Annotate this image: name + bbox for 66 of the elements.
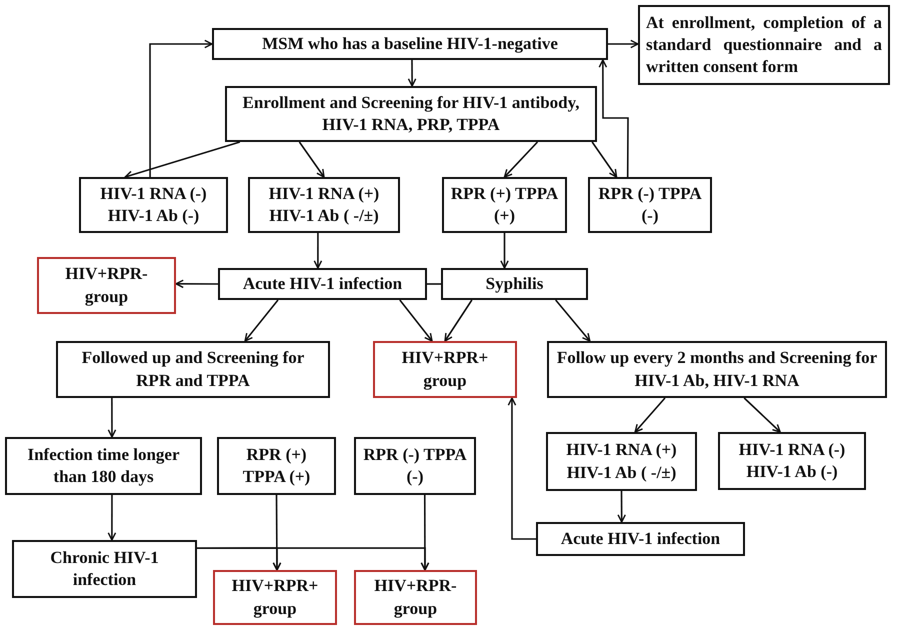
arrow (197, 547, 430, 571)
box-text: Follow up every 2 months and Screening for HIV-1 Ab, HIV-1 RNA (556, 347, 878, 392)
process-box (536, 522, 745, 556)
arrow (504, 141, 538, 178)
box-text: RPR (-) TPPA (-) (362, 444, 468, 488)
box-text: At enrollment, completion of a standard questionnaire and a written consent form (646, 12, 882, 78)
arrow (634, 397, 666, 433)
arrow (408, 60, 416, 87)
arrow (314, 233, 322, 269)
arrow (244, 300, 279, 342)
box-text: RPR (+) TPPA (+) (242, 444, 312, 488)
box-text: RPR (+) TPPA (+) (450, 182, 559, 227)
arrow (444, 300, 473, 342)
arrow (298, 142, 325, 178)
process-box (5, 437, 202, 495)
group-box (37, 257, 176, 314)
process-box (588, 177, 712, 233)
process-box (546, 432, 697, 491)
box-text: Acute HIV-1 infection (560, 528, 720, 550)
arrow (598, 59, 629, 177)
box-text: RPR (-) TPPA (-) (597, 182, 703, 227)
process-box (354, 437, 476, 495)
group-box (213, 570, 337, 625)
box-text: Acute HIV-1 infection (242, 272, 402, 295)
process-box (248, 177, 400, 233)
box-text: MSM who has a baseline HIV-1-negative (262, 32, 558, 55)
arrow (744, 397, 781, 433)
arrow (617, 491, 626, 523)
group-box (373, 341, 517, 398)
arrow (175, 280, 218, 288)
box-text: Followed up and Screening for RPR and TPPA (80, 347, 306, 392)
arrow (500, 233, 509, 269)
arrow (108, 398, 116, 438)
arrow (555, 299, 591, 342)
box-text: HIV+RPR- group (373, 575, 458, 620)
box-text: HIV-1 RNA (+) HIV-1 Ab ( -/±) (268, 182, 380, 227)
box-text: HIV+RPR- group (64, 263, 149, 308)
box-text: Infection time longer than 180 days (26, 444, 181, 488)
process-box (217, 437, 336, 495)
arrow (149, 40, 213, 177)
process-box (547, 341, 887, 398)
arrow (108, 495, 116, 541)
box-text: HIV+RPR+ group (230, 575, 320, 620)
box-text: HIV-1 RNA (+) HIV-1 Ab ( -/±) (565, 439, 678, 484)
box-text: Syphilis (486, 272, 544, 295)
arrow (124, 141, 240, 180)
process-box (638, 5, 890, 85)
process-box (218, 268, 427, 300)
arrow (399, 300, 433, 342)
process-box (718, 432, 866, 490)
process-box (56, 341, 330, 398)
arrow (508, 397, 536, 540)
box-text: HIV-1 RNA (-) HIV-1 Ab (-) (738, 438, 846, 483)
process-box (441, 268, 588, 300)
arrow (592, 142, 618, 178)
process-box (79, 177, 228, 233)
group-box (354, 570, 477, 625)
box-text: HIV+RPR+ group (400, 347, 490, 392)
box-text: Enrollment and Screening for HIV-1 antibody, HIV-1 RNA, PRP, TPPA (242, 92, 580, 136)
box-text: HIV-1 RNA (-) HIV-1 Ab (-) (99, 182, 208, 227)
box-text: Chronic HIV-1 infection (49, 546, 160, 591)
process-box (12, 540, 197, 598)
process-box (225, 86, 597, 142)
process-box (212, 28, 608, 60)
arrow (608, 40, 639, 48)
process-box (442, 177, 567, 233)
